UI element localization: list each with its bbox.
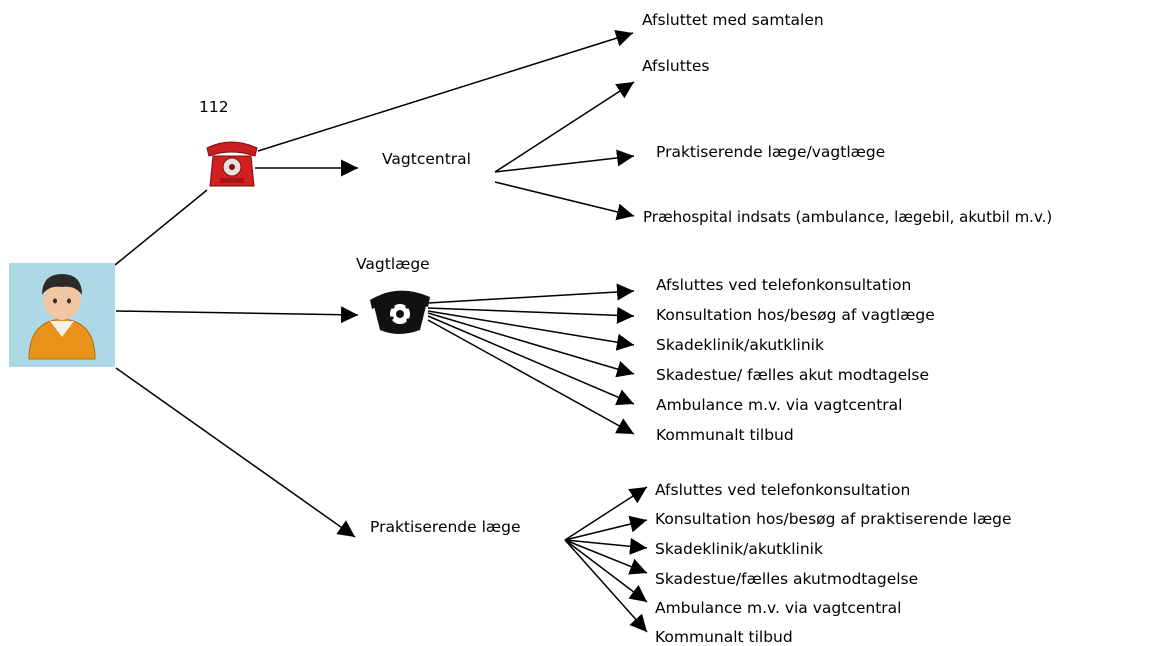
arrow-gp-5 [564,539,648,603]
on-call-outcome: Kommunalt tilbud [656,426,794,444]
arrow-gp-3 [564,537,648,555]
arrow-person-to-gp [115,367,356,538]
arrow-oncall-1 [427,283,635,304]
dispatch-outcome: Praktiserende læge/vagtlæge [656,143,886,161]
arrow-oncall-5 [427,315,635,406]
on-call-outcome: Skadeklinik/akutklinik [656,336,824,354]
dispatch-center-label: Vagtcentral [382,150,471,168]
gp-outcome: Afsluttes ved telefonkonsultation [655,481,911,499]
arrow-gp-1 [564,486,648,541]
red-telephone-icon [206,141,258,187]
line-person-to-phone [114,189,208,266]
gp-label: Praktiserende læge [370,518,521,536]
gp-outcome: Skadestue/fælles akutmodtagelse [655,570,919,588]
on-call-outcome: Afsluttes ved telefonkonsultation [656,276,912,294]
emergency-number-label: 112 [199,98,229,116]
arrow-oncall-6 [427,319,635,435]
gp-outcome: Konsultation hos/besøg af praktiserende … [655,510,1012,528]
dispatch-outcome: Afsluttet med samtalen [642,11,824,29]
arrow-gp-6 [564,539,648,633]
arrow-gp-2 [564,515,648,541]
arrow-dispatch-gp [494,149,635,173]
gp-outcome: Kommunalt tilbud [655,628,793,646]
arrow-phone-to-dispatch-top [257,29,634,152]
on-call-outcome: Konsultation hos/besøg af vagtlæge [656,306,935,324]
on-call-outcome: Skadestue/ fælles akut modtagelse [656,366,930,384]
arrow-oncall-3 [427,310,635,351]
gp-outcome: Skadeklinik/akutklinik [655,540,823,558]
on-call-doctor-label: Vagtlæge [356,255,430,273]
arrow-oncall-2 [427,306,635,324]
dispatch-outcome: Præhospital indsats (ambulance, lægebil,… [643,208,1053,226]
arrow-person-to-on-call [115,306,359,324]
arrow-gp-4 [564,539,648,575]
on-call-outcome: Ambulance m.v. via vagtcentral [656,396,903,414]
arrow-dispatch-prehospital [494,181,635,221]
arrow-dispatch-afsluttes [494,81,635,173]
person-icon [9,263,115,367]
black-rotary-telephone-icon [370,290,430,334]
connectors [114,29,648,633]
gp-outcome: Ambulance m.v. via vagtcentral [655,599,902,617]
arrow-oncall-4 [427,312,635,378]
dispatch-outcome: Afsluttes [642,57,710,75]
